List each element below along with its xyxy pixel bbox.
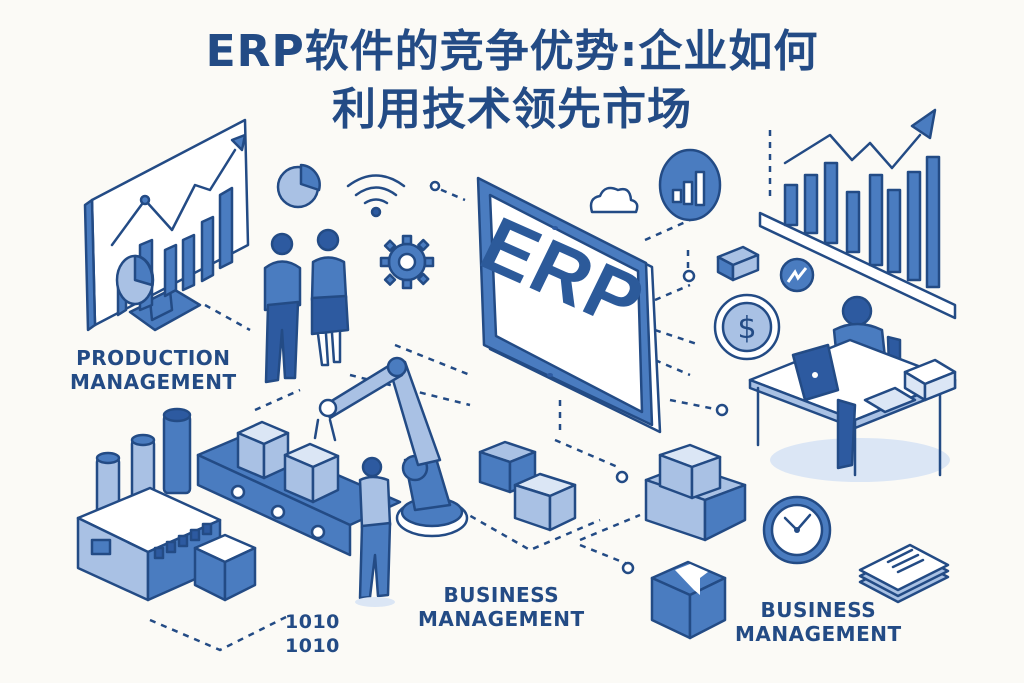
business-management-label-center: BUSINESS MANAGEMENT (418, 583, 585, 631)
worker-icon (355, 456, 395, 607)
dollar-coin-icon: $ (713, 293, 781, 361)
svg-text:$: $ (737, 311, 756, 346)
gear-icon (379, 234, 435, 290)
growth-bar-chart-icon (758, 108, 957, 320)
office-worker-icon (748, 295, 957, 482)
box-icon (193, 533, 257, 602)
pie-chart-icon (276, 163, 321, 209)
package-icon (650, 560, 727, 640)
clock-icon (762, 495, 832, 565)
boxes-icon (478, 440, 577, 532)
page-title-line-2: 利用技术领先市场 (332, 84, 692, 135)
binary-code-label: 1010 1010 (285, 611, 340, 657)
factory-icon (76, 407, 222, 602)
robot-arm-icon (313, 356, 469, 538)
dashed-connectors (149, 130, 772, 652)
production-management-label: PRODUCTION MANAGEMENT (70, 346, 237, 394)
business-management-label-right: BUSINESS MANAGEMENT (735, 598, 902, 646)
document-stack-icon (858, 543, 950, 604)
trend-badge-icon (779, 257, 815, 293)
bar-chart-circle-icon (658, 148, 722, 222)
box-icon (716, 245, 760, 282)
monitor-chart-icon (83, 118, 250, 332)
erp-tablet-device[interactable] (476, 176, 662, 434)
people-icon (263, 228, 350, 384)
boxes-icon (644, 443, 747, 542)
cloud-icon (589, 186, 639, 214)
wifi-icon (346, 174, 406, 218)
page-title-line-1: ERP软件的竞争优势:企业如何 (205, 26, 819, 77)
conveyor-belt-icon (196, 420, 402, 557)
